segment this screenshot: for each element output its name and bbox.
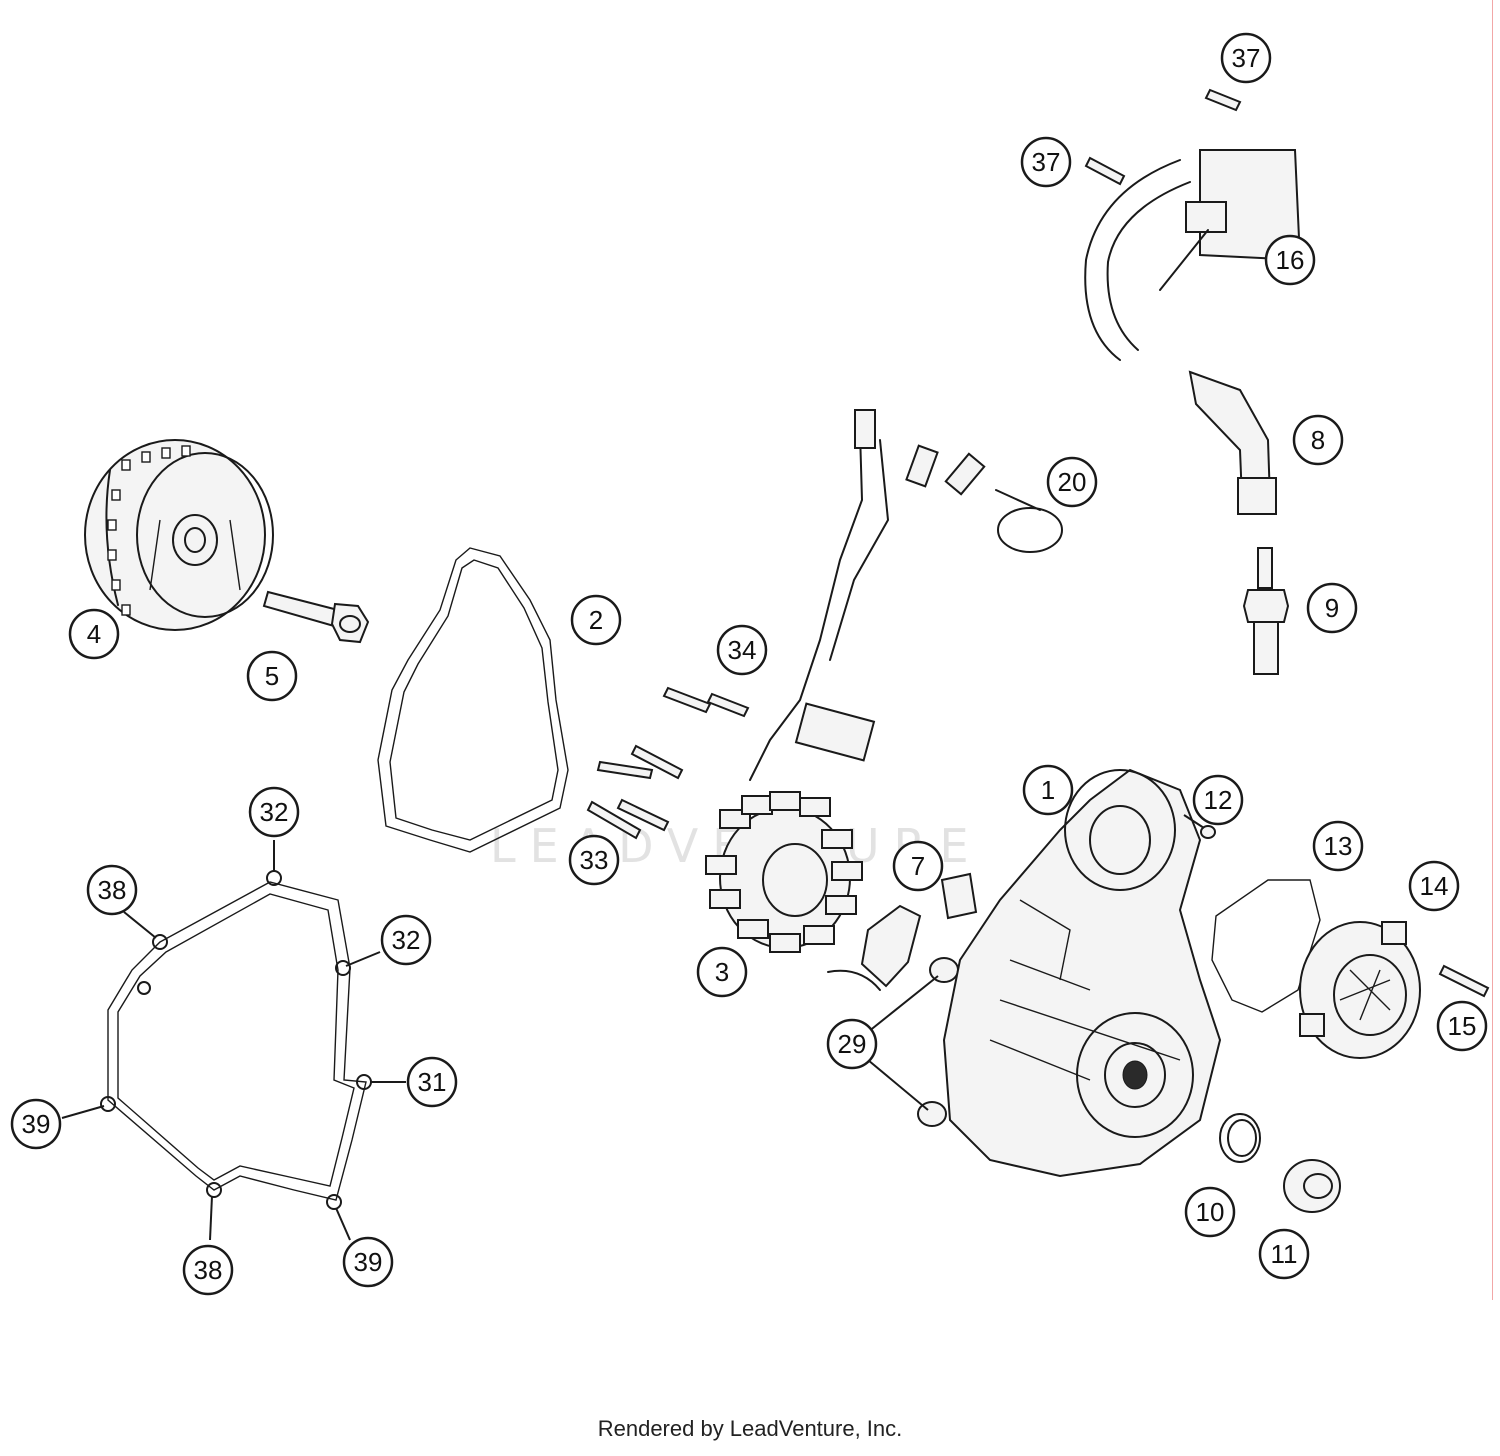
callout-32-right: 32 bbox=[380, 914, 432, 966]
stator-assembly bbox=[705, 409, 986, 953]
coil-bolts bbox=[1084, 88, 1242, 186]
outer-cover-gasket bbox=[107, 881, 367, 1201]
leader-lines bbox=[61, 814, 1205, 1241]
inspection-cover bbox=[1299, 921, 1421, 1059]
callout-31: 31 bbox=[406, 1056, 458, 1108]
svg-text:9: 9 bbox=[1325, 593, 1339, 623]
svg-text:11: 11 bbox=[1271, 1239, 1298, 1269]
screw-plug bbox=[1283, 1159, 1341, 1213]
svg-text:13: 13 bbox=[1324, 831, 1353, 861]
callout-29: 29 bbox=[826, 1018, 878, 1070]
svg-text:7: 7 bbox=[911, 851, 925, 881]
callout-37-left: 37 bbox=[1020, 136, 1072, 188]
callout-20: 20 bbox=[1046, 456, 1098, 508]
inspection-cover-bolt bbox=[1438, 964, 1490, 998]
dowel-pin-small bbox=[1200, 825, 1216, 839]
callout-12: 12 bbox=[1192, 774, 1244, 826]
callout-9: 9 bbox=[1306, 582, 1358, 634]
svg-text:33: 33 bbox=[580, 845, 609, 875]
svg-text:4: 4 bbox=[87, 619, 101, 649]
svg-text:32: 32 bbox=[260, 797, 289, 827]
svg-text:38: 38 bbox=[98, 875, 127, 905]
callout-33: 33 bbox=[568, 834, 620, 886]
svg-text:31: 31 bbox=[418, 1067, 447, 1097]
spark-plug bbox=[1242, 547, 1290, 675]
svg-text:14: 14 bbox=[1420, 871, 1449, 901]
callout-14: 14 bbox=[1408, 860, 1460, 912]
svg-text:8: 8 bbox=[1311, 425, 1325, 455]
svg-text:15: 15 bbox=[1448, 1011, 1477, 1041]
callout-32-top: 32 bbox=[248, 786, 300, 838]
svg-text:38: 38 bbox=[194, 1255, 223, 1285]
gasket-holes bbox=[100, 870, 372, 1210]
pickup-screws bbox=[662, 686, 750, 718]
svg-text:3: 3 bbox=[715, 957, 729, 987]
svg-text:2: 2 bbox=[589, 605, 603, 635]
cover-gasket bbox=[377, 547, 569, 853]
callout-10: 10 bbox=[1184, 1186, 1236, 1238]
callout-4: 4 bbox=[68, 608, 120, 660]
o-ring bbox=[1219, 1113, 1261, 1163]
svg-text:1: 1 bbox=[1041, 775, 1055, 805]
svg-text:37: 37 bbox=[1032, 147, 1061, 177]
flywheel-bolt bbox=[262, 590, 370, 644]
callout-3: 3 bbox=[696, 946, 748, 998]
svg-text:5: 5 bbox=[265, 661, 279, 691]
pickup-bracket bbox=[827, 872, 978, 991]
callout-5: 5 bbox=[246, 650, 298, 702]
callout-38-bottom: 38 bbox=[182, 1244, 234, 1296]
callout-39-left: 39 bbox=[10, 1098, 62, 1150]
callout-8: 8 bbox=[1292, 414, 1344, 466]
svg-text:37: 37 bbox=[1232, 43, 1261, 73]
callout-7: 7 bbox=[892, 840, 944, 892]
callout-13: 13 bbox=[1312, 820, 1364, 872]
spark-plug-cap bbox=[1188, 370, 1277, 515]
svg-text:32: 32 bbox=[392, 925, 421, 955]
callout-39-bottom: 39 bbox=[342, 1236, 394, 1288]
svg-text:12: 12 bbox=[1204, 785, 1233, 815]
svg-text:39: 39 bbox=[22, 1109, 51, 1139]
flywheel-rotor bbox=[84, 439, 274, 631]
cable-tie bbox=[995, 489, 1063, 553]
stator-screws bbox=[586, 744, 684, 840]
ignition-cover bbox=[942, 768, 1222, 1178]
callout-2: 2 bbox=[570, 594, 622, 646]
svg-text:39: 39 bbox=[354, 1247, 383, 1277]
callout-37-top: 37 bbox=[1220, 32, 1272, 84]
callout-16: 16 bbox=[1264, 234, 1316, 286]
callout-34: 34 bbox=[716, 624, 768, 676]
ignition-coil bbox=[1084, 149, 1302, 361]
svg-text:16: 16 bbox=[1276, 245, 1305, 275]
callout-15: 15 bbox=[1436, 1000, 1488, 1052]
callouts: 37 37 16 8 20 9 4 5 2 34 33 3 32 38 32 3… bbox=[10, 32, 1488, 1296]
footer-credit: Rendered by LeadVenture, Inc. bbox=[597, 1416, 903, 1441]
svg-text:29: 29 bbox=[838, 1029, 867, 1059]
inspection-cover-gasket bbox=[1211, 879, 1321, 1013]
svg-text:10: 10 bbox=[1196, 1197, 1225, 1227]
callout-11: 11 bbox=[1258, 1228, 1310, 1280]
callout-1: 1 bbox=[1022, 764, 1074, 816]
callout-38-left: 38 bbox=[86, 864, 138, 916]
page-edge-line bbox=[1492, 0, 1493, 1300]
svg-text:34: 34 bbox=[728, 635, 757, 665]
svg-text:20: 20 bbox=[1058, 467, 1087, 497]
